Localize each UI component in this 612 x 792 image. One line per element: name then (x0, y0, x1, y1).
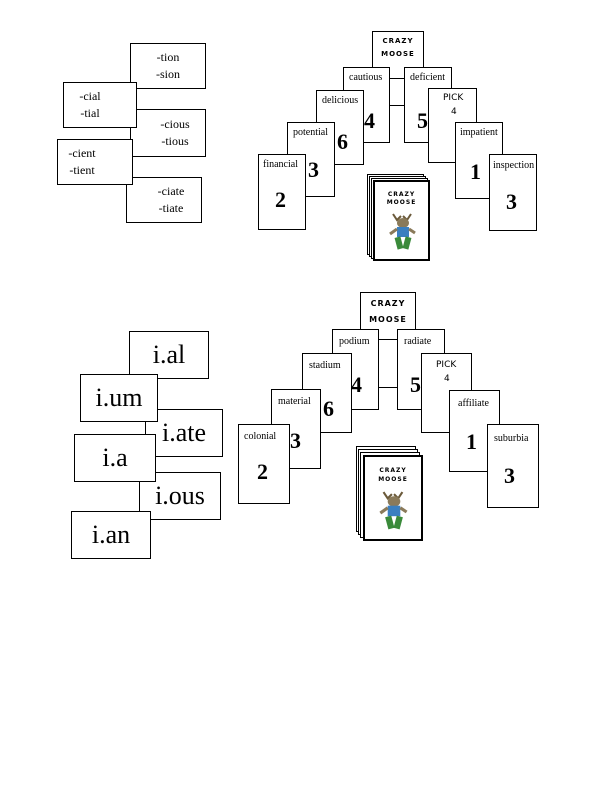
card-number: 3 (506, 189, 517, 214)
card-number: 4 (451, 107, 457, 117)
suffix-text: -tion (156, 50, 180, 64)
suffix-card-ciate: -ciate -tiate (126, 177, 202, 223)
title-line: MOOSE (381, 50, 415, 58)
suffix-card-cious: -cious -tious (130, 109, 206, 157)
card-word: financial (263, 159, 298, 170)
pattern-card-an: i.an (71, 511, 151, 559)
pattern-text: i.al (152, 340, 186, 369)
card-number: 4 (351, 372, 362, 397)
suffix-text: -tient (69, 163, 95, 177)
pattern-card-a: i.a (74, 434, 156, 482)
card-number: 3 (308, 157, 319, 182)
suffix-text: -ciate (157, 184, 185, 198)
pattern-card-ous: i.ous (139, 472, 221, 520)
card-word: suburbia (494, 433, 529, 444)
deck-title-line: MOOSE (386, 199, 417, 206)
moose-icon (389, 213, 416, 250)
card-word: inspection (493, 160, 535, 171)
title-line: CRAZY (382, 37, 414, 45)
title-line: MOOSE (369, 315, 407, 324)
deck-top-card: CRAZY MOOSE (363, 455, 423, 541)
word-card-financial: financial 2 (258, 154, 306, 230)
suffix-text: -tial (80, 106, 100, 120)
pattern-card-ial: i.al (129, 331, 209, 379)
card-word: stadium (309, 360, 341, 371)
card-number: 2 (257, 459, 268, 484)
card-number: 6 (323, 396, 334, 421)
pattern-text: i.um (95, 383, 143, 412)
card-number: 4 (444, 374, 450, 384)
suffix-text: -tious (161, 134, 189, 148)
card-word: potential (293, 127, 328, 138)
card-word: impatient (460, 127, 498, 138)
suffix-text: -cious (160, 117, 190, 131)
card-word: delicious (322, 95, 359, 106)
card-word: deficient (410, 72, 445, 83)
connector-line (378, 387, 398, 388)
card-word: material (278, 396, 311, 407)
card-number: 6 (337, 129, 348, 154)
card-number: 3 (290, 428, 301, 453)
card-word: cautious (349, 72, 383, 83)
title-line: CRAZY (370, 299, 406, 308)
suffix-text: -sion (156, 67, 180, 81)
card-number: 5 (410, 372, 421, 397)
card-word: PICK (436, 360, 457, 370)
suffix-card-cient: -cient -tient (57, 139, 133, 185)
pattern-text: i.a (102, 443, 128, 472)
card-word: affiliate (458, 398, 489, 409)
deck-top-card: CRAZY MOOSE (373, 180, 430, 261)
card-word: podium (339, 336, 370, 347)
card-number: 2 (275, 187, 286, 212)
card-word: colonial (244, 431, 277, 442)
card-word: radiate (404, 336, 432, 347)
card-word: PICK (443, 93, 464, 103)
word-card-suburbia: suburbia 3 (487, 424, 539, 508)
word-card-inspection: inspection 3 (489, 154, 537, 231)
pattern-text: i.ous (155, 481, 205, 510)
pattern-text: i.ate (161, 418, 207, 447)
deck-title-line: CRAZY (387, 191, 416, 198)
pattern-card-um: i.um (80, 374, 158, 422)
suffix-text: -tiate (158, 201, 184, 215)
deck-title-line: CRAZY (379, 467, 407, 474)
pattern-text: i.an (91, 520, 131, 549)
card-number: 1 (470, 159, 481, 184)
card-number: 5 (417, 108, 428, 133)
connector-line (390, 105, 407, 106)
deck-title-line: MOOSE (378, 476, 408, 483)
card-number: 3 (504, 463, 515, 488)
word-card-colonial: colonial 2 (238, 424, 290, 504)
pattern-card-ate: i.ate (145, 409, 223, 457)
suffix-card-tion: -tion -sion (130, 43, 206, 89)
suffix-card-cial: -cial -tial (63, 82, 137, 128)
suffix-text: -cial (79, 89, 101, 103)
moose-icon (379, 491, 408, 530)
card-number: 4 (364, 108, 375, 133)
suffix-text: -cient (68, 146, 96, 160)
card-number: 1 (466, 429, 477, 454)
